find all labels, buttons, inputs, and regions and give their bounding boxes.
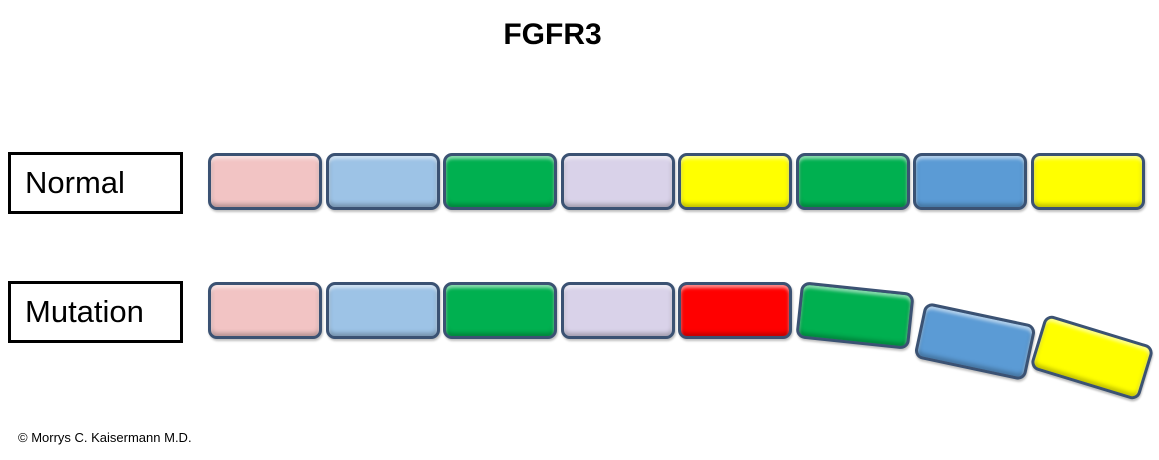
mutation-label-box: Mutation (8, 281, 183, 343)
normal-segment-4-lavender (560, 153, 675, 210)
normal-segment-7-blue (913, 153, 1027, 210)
copyright: © Morrys C. Kaisermann M.D. (18, 430, 192, 445)
mutation-segment-8-yellow (1029, 313, 1155, 402)
normal-segment-3-green (443, 153, 557, 210)
normal-segment-2-light-blue (325, 153, 440, 210)
mutation-segment-5-red (678, 282, 792, 339)
mutation-segment-6-green (795, 281, 915, 350)
diagram-title: FGFR3 (503, 18, 602, 51)
mutation-segment-3-green (443, 282, 557, 339)
normal-label: Normal (25, 165, 125, 200)
normal-segment-8-yellow (1030, 153, 1145, 210)
mutation-segment-2-light-blue (325, 282, 440, 339)
mutation-segment-1-pink (208, 282, 322, 339)
normal-segment-6-green (795, 153, 910, 210)
mutation-segment-7-blue (913, 301, 1037, 382)
mutation-label: Mutation (25, 294, 144, 329)
normal-label-box: Normal (8, 152, 183, 214)
normal-segment-5-yellow (678, 153, 792, 210)
mutation-segment-4-lavender (560, 282, 675, 339)
normal-segment-1-pink (208, 153, 322, 210)
